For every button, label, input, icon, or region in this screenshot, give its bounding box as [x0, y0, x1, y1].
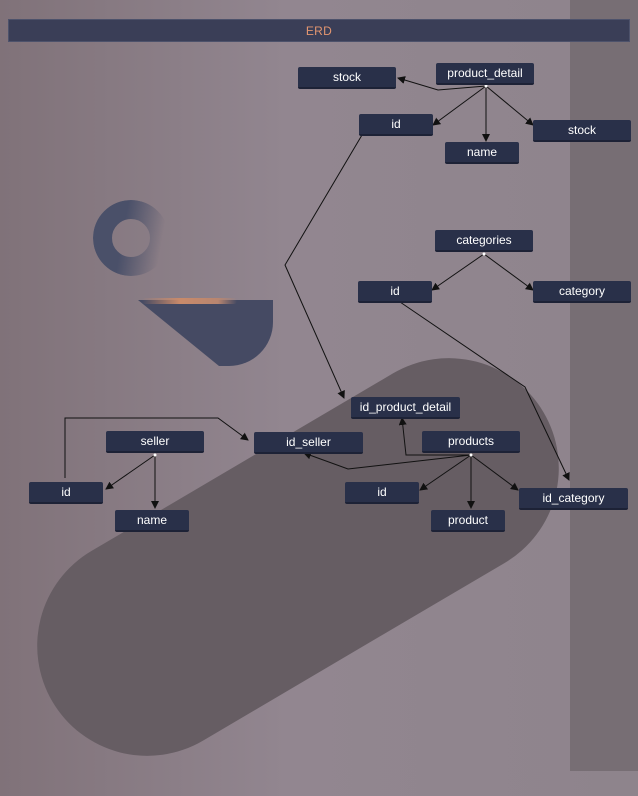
entity-categories[interactable]: categories [435, 230, 533, 252]
junction-dot [482, 252, 486, 256]
diagram-title: ERD [305, 23, 333, 38]
junction-dot [484, 84, 488, 88]
edge-products-id-product-detail [398, 417, 471, 456]
attribute-id-product-detail[interactable]: id_product_detail [351, 397, 460, 419]
edge-seller-id-to-id-seller [64, 417, 249, 478]
attribute-stock[interactable]: stock [298, 67, 396, 89]
attribute-product[interactable]: product [431, 510, 505, 532]
attribute-id[interactable]: id [358, 281, 432, 303]
attribute-name[interactable]: name [115, 510, 189, 532]
edge-product-detail-stock-right [485, 85, 534, 126]
attribute-id[interactable]: id [359, 114, 433, 136]
edge-products-id [419, 454, 472, 491]
edge-seller-id [105, 454, 156, 490]
edge-categories-id [431, 253, 485, 291]
junction-dot [469, 453, 473, 457]
attribute-name[interactable]: name [445, 142, 519, 164]
attribute-id[interactable]: id [29, 482, 103, 504]
relationship-edges [64, 76, 570, 509]
attribute-id-category[interactable]: id_category [519, 488, 628, 510]
attribute-stock[interactable]: stock [533, 120, 631, 142]
entity-products[interactable]: products [422, 431, 520, 453]
attribute-id[interactable]: id [345, 482, 419, 504]
edge-product-detail-stock-left [397, 76, 487, 91]
edge-categories-category [483, 253, 534, 291]
entity-product-detail[interactable]: product_detail [436, 63, 534, 85]
edge-cat-id-to-id-category [399, 301, 570, 481]
entity-seller[interactable]: seller [106, 431, 204, 453]
edge-products-id-seller [303, 451, 472, 470]
title-bar: ERD [8, 19, 630, 42]
edge-pd-id-to-id-product-detail [284, 134, 363, 399]
junction-dot [153, 453, 157, 457]
attribute-category[interactable]: category [533, 281, 631, 303]
highlight-bar [142, 298, 237, 304]
edge-products-id-category [470, 454, 519, 491]
attribute-id-seller[interactable]: id_seller [254, 432, 363, 454]
edge-product-detail-id [432, 85, 487, 126]
